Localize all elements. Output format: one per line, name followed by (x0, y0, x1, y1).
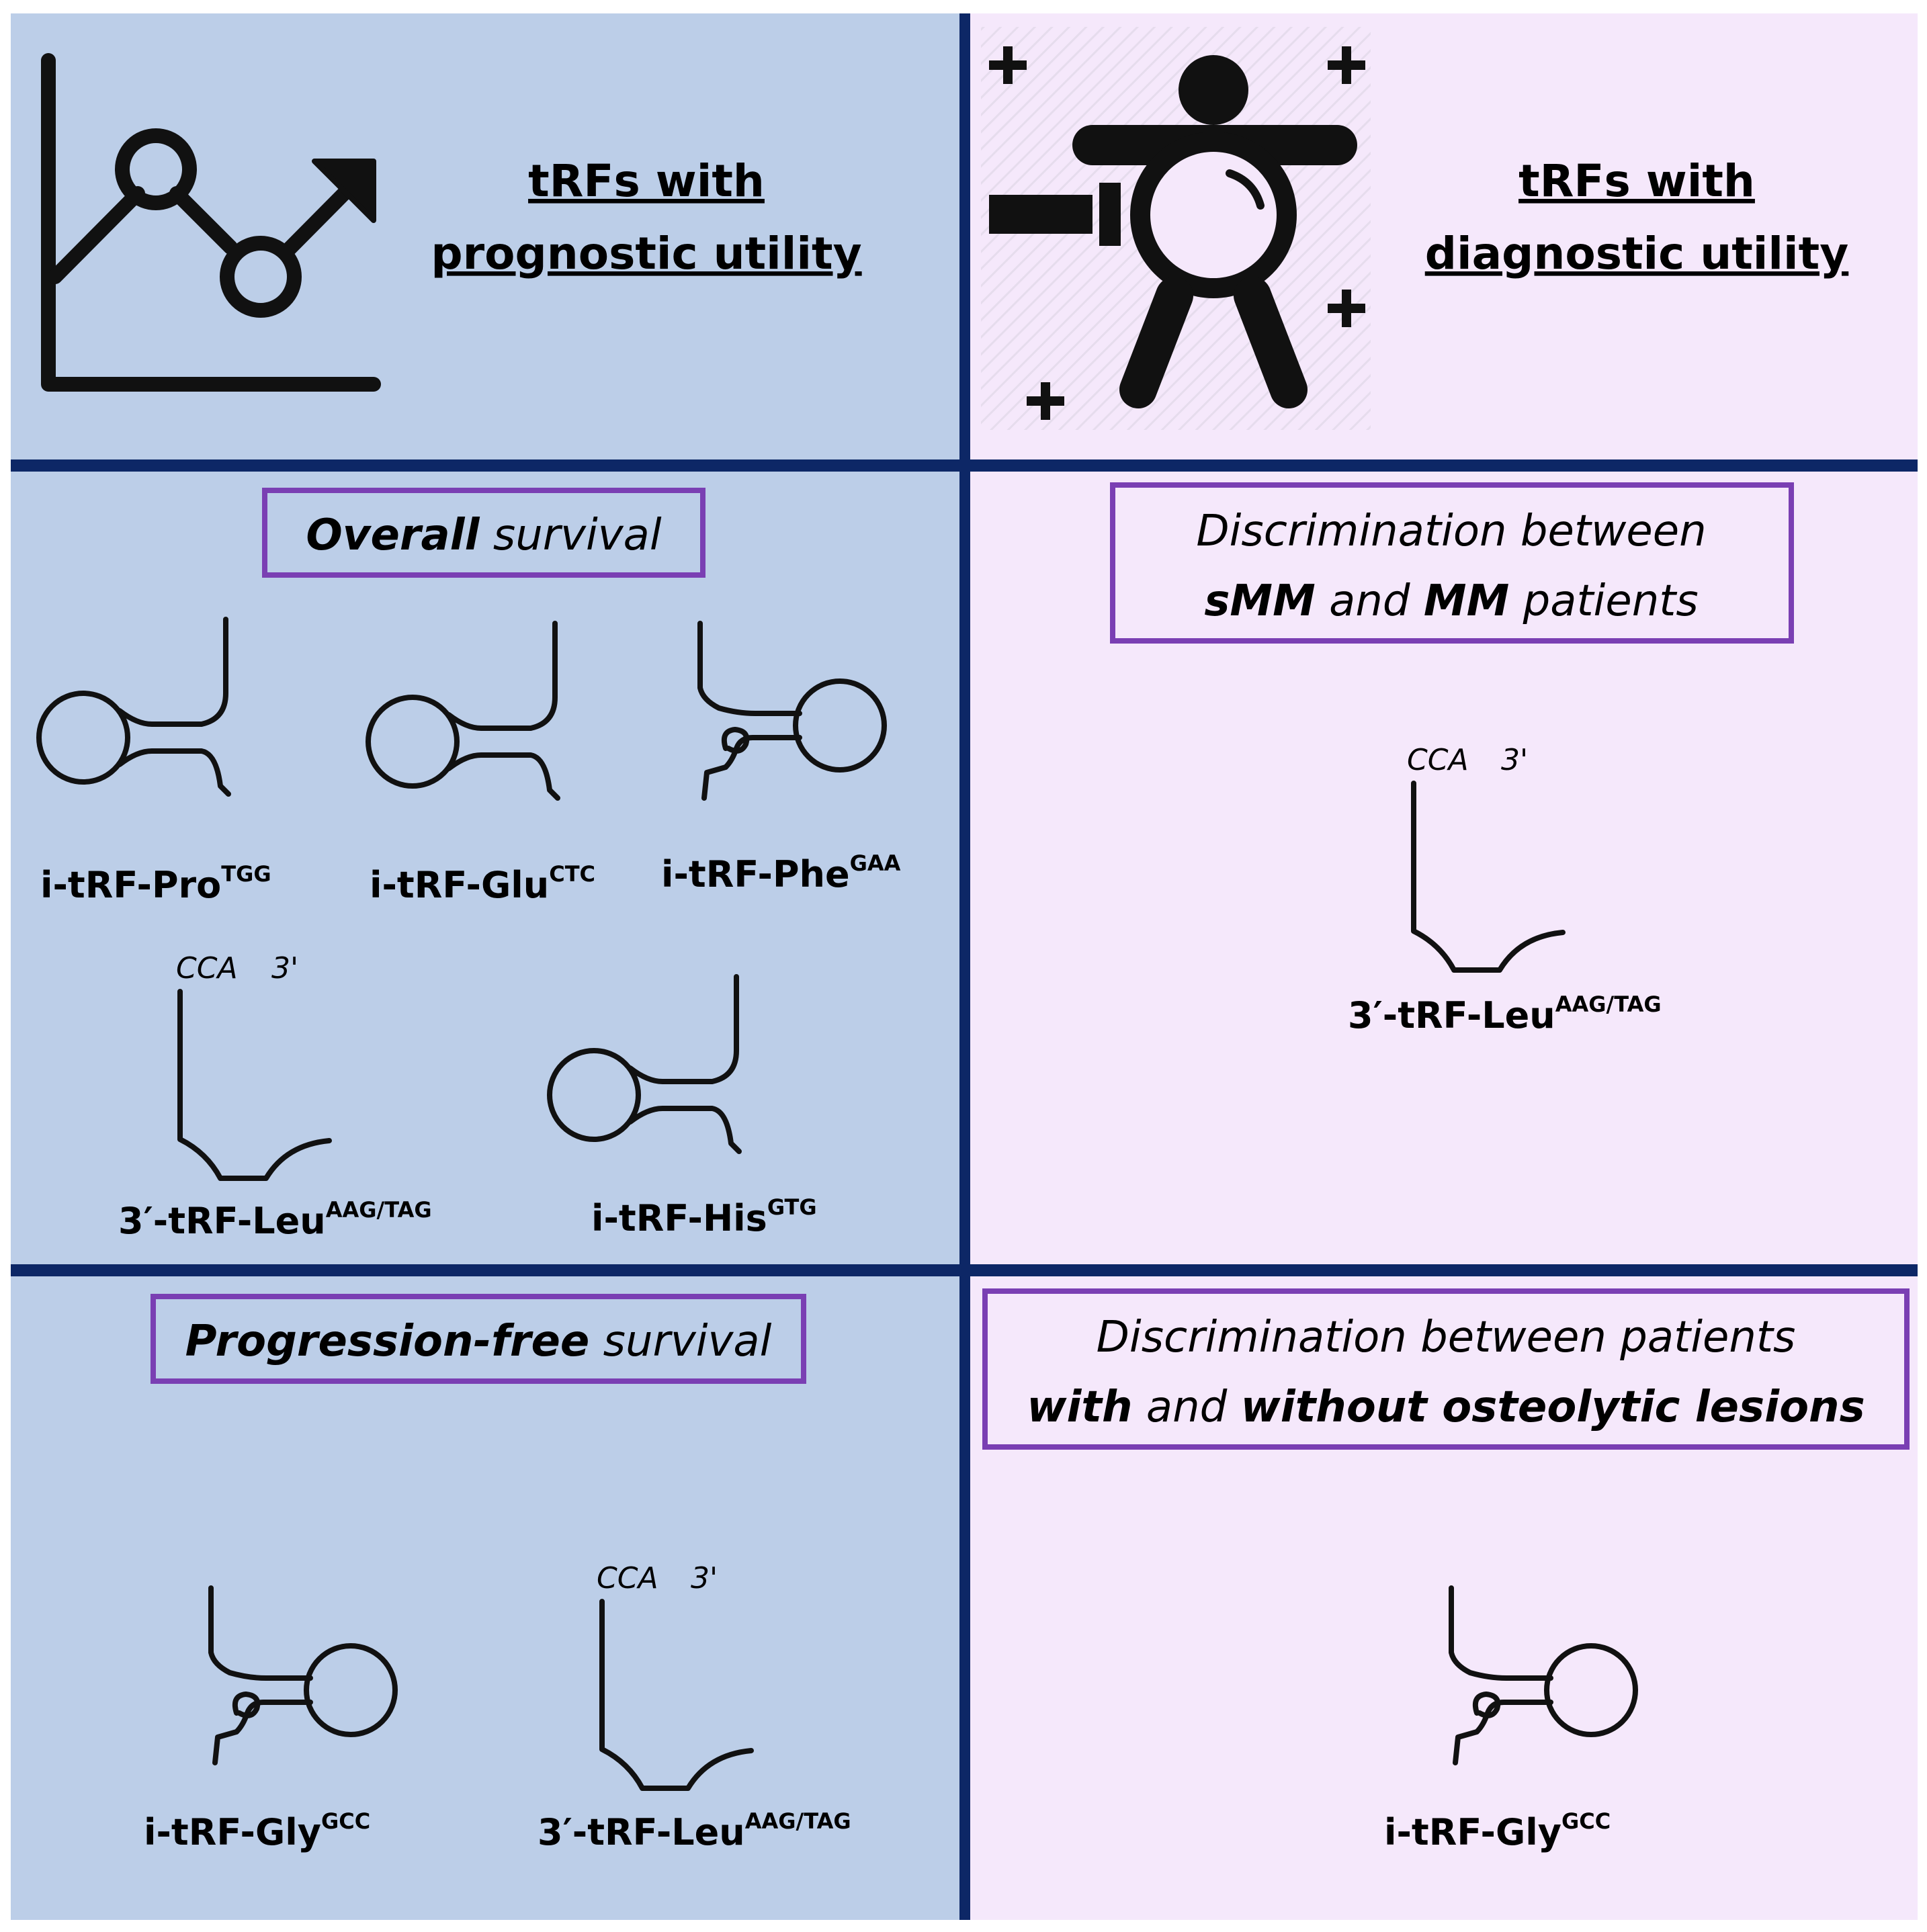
i-trf-gly-label: i-tRF-GlyGCC (1384, 1808, 1611, 1853)
cca-label: CCA (597, 1561, 658, 1595)
chart-trend-icon (41, 53, 381, 392)
plus-icons (989, 46, 1365, 420)
patient-magnifier-icon (989, 55, 1357, 408)
smm-mm-title-line2: sMM and MM patients (1204, 576, 1698, 626)
i-trf-his-label: i-tRF-HisGTG (591, 1194, 817, 1239)
horizontal-divider-bottom (11, 1264, 1918, 1276)
prognostic-heading-line2: prognostic utility (431, 228, 861, 279)
overall-survival-box (262, 488, 705, 578)
three-prime-label: 3' (691, 1561, 718, 1595)
progression-free-title: Progression-free survival (185, 1317, 772, 1366)
i-trf-glu-label: i-tRF-GluCTC (370, 861, 595, 906)
smm-mm-title-line1: Discrimination between (1196, 507, 1706, 556)
osteolytic-title-line1: Discrimination between patients (1097, 1313, 1796, 1362)
overall-survival-title: Overall survival (306, 511, 661, 560)
cca-label: CCA (176, 951, 238, 985)
diagnostic-heading-line2: diagnostic utility (1425, 228, 1849, 279)
osteolytic-box (982, 1288, 1910, 1450)
3-trf-leu-label: 3′-tRF-LeuAAG/TAG (1348, 992, 1662, 1037)
i-trf-pro-label: i-tRF-ProTGG (40, 861, 271, 906)
vertical-divider (959, 13, 970, 1920)
cca-label: CCA (1407, 743, 1469, 777)
i-trf-phe-label: i-tRF-PheGAA (661, 850, 901, 895)
diagnostic-heading-line1: tRFs with (1518, 155, 1755, 207)
3-trf-leu-label: 3′-tRF-LeuAAG/TAG (538, 1808, 851, 1853)
three-prime-label: 3' (271, 951, 298, 985)
progression-free-box (151, 1294, 806, 1384)
prognostic-heading-line1: tRFs with (528, 155, 765, 207)
prognostic-panel (11, 13, 964, 1920)
three-prime-label: 3' (1501, 743, 1528, 777)
i-trf-gly-label: i-tRF-GlyGCC (144, 1808, 370, 1853)
horizontal-divider-top (11, 459, 1918, 472)
smm-mm-box (1110, 482, 1794, 644)
3-trf-leu-label: 3′-tRF-LeuAAG/TAG (118, 1197, 432, 1242)
osteolytic-title-line2: with and without osteolytic lesions (1027, 1382, 1865, 1432)
